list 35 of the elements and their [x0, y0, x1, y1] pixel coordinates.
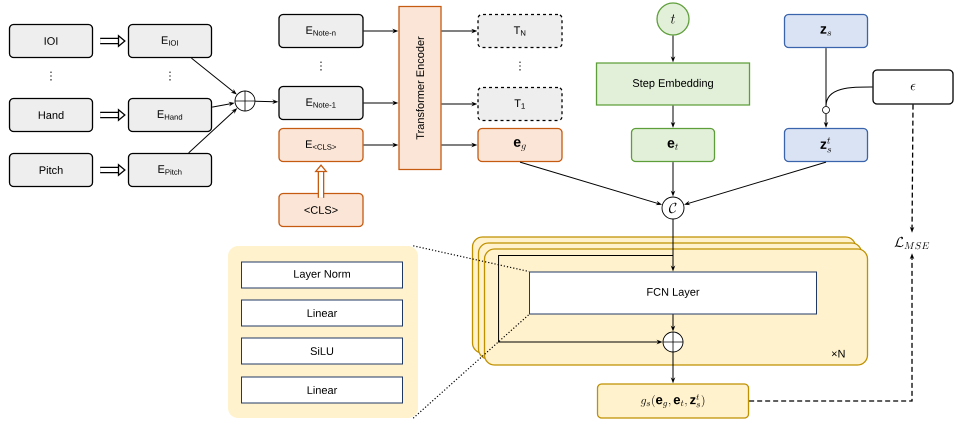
embedding-box: E$_{<CLS>}$: [278, 128, 364, 162]
layer-box: SiLU: [241, 338, 403, 364]
output-box: $g_s(\mathbf{e}_g, \mathbf{e}_t, \mathbf{z}_s^t)$: [596, 383, 750, 419]
latent-box: $\mathbf{z}_s$: [784, 14, 868, 48]
embedding-box: $\mathbf{e}_g$: [477, 128, 563, 162]
dotted-line: [412, 314, 530, 419]
input-box: IOI: [8, 24, 94, 58]
sum-circle: [234, 90, 256, 112]
encoder-box: Transformer Encoder: [398, 6, 442, 170]
fcn-box: FCN Layer: [529, 272, 817, 314]
loss-label: $\mathcal{L}_{MSE}$: [894, 236, 930, 250]
input-box: Pitch: [8, 152, 94, 188]
dotted-line: [413, 245, 530, 272]
output-token-box: T$_{1}$: [477, 86, 563, 122]
embedding-box: E$_{Hand}$: [128, 98, 212, 132]
input-box: Hand: [8, 98, 94, 132]
junction-dot: [822, 106, 830, 114]
token-box: <CLS>: [278, 192, 364, 228]
embedding-box: E$_{Pitch}$: [128, 152, 212, 188]
vertical-ellipsis: ⋮: [519, 62, 521, 70]
layer-box: Linear: [241, 376, 403, 404]
embedding-box: E$_{IOI}$: [128, 24, 212, 58]
step-embedding-box: Step Embedding: [596, 62, 750, 106]
layer-box: Layer Norm: [241, 262, 403, 288]
latent-box: $\mathbf{z}_s^t$: [784, 128, 868, 162]
layer-box: Linear: [241, 300, 403, 326]
embedding-box: $\mathbf{e}_t$: [630, 128, 716, 162]
embedding-box: E$_{Note-1}$: [278, 86, 364, 120]
vertical-ellipsis: ⋮: [320, 62, 322, 70]
embedding-box: E$_{Note-n}$: [278, 14, 364, 48]
vertical-ellipsis: ⋮: [50, 72, 52, 80]
vertical-ellipsis: ⋮: [169, 72, 171, 80]
output-token-box: T$_{N}$: [477, 14, 563, 48]
residual-sum-circle: [662, 331, 684, 353]
noise-box: $\epsilon$: [872, 69, 954, 105]
